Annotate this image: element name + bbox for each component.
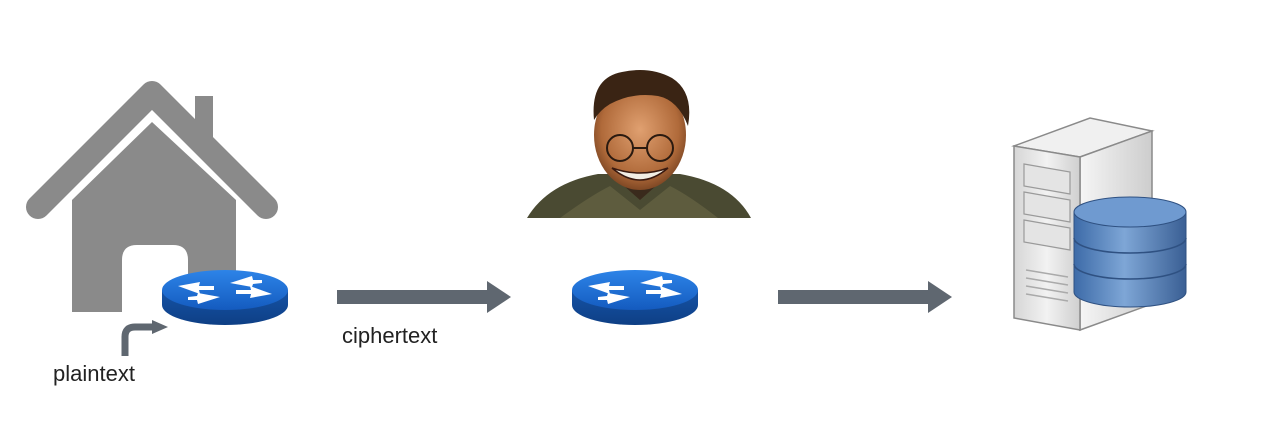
ciphertext-label: ciphertext [342, 323, 438, 348]
server-database-icon [1011, 117, 1187, 332]
house-icon [26, 81, 278, 312]
router-icon [572, 270, 698, 325]
plaintext-label: plaintext [53, 361, 135, 386]
arrow-right [778, 281, 952, 313]
arrow-right [337, 281, 511, 313]
plaintext-arrow [121, 320, 168, 356]
router-icon [162, 270, 288, 325]
attacker-face-icon [527, 70, 751, 218]
